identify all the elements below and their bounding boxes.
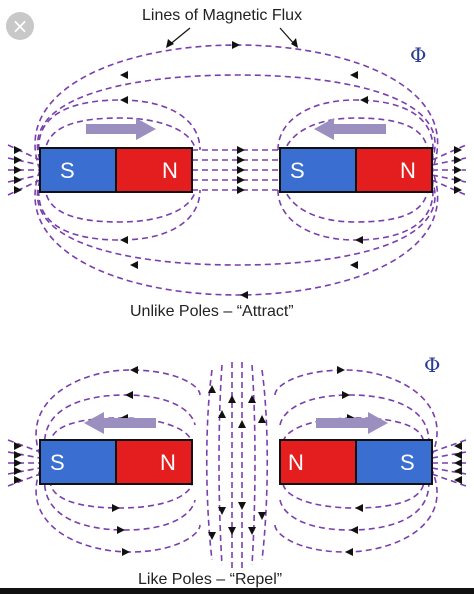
- flux-right-outer-lower: [274, 469, 438, 553]
- flux-center-line-5: [251, 364, 256, 566]
- flux-arrowheads-top: [14, 41, 462, 299]
- pole-label: S: [290, 158, 305, 183]
- flux-line-left-loop: [37, 99, 201, 161]
- pole-label: S: [50, 450, 65, 475]
- flux-line-mid: [36, 74, 436, 161]
- flux-center-line-1: [205, 369, 213, 561]
- pole-label: N: [162, 158, 178, 183]
- magnet-bottom-right: N S: [279, 439, 433, 485]
- title-pointer-right-head: [291, 38, 298, 48]
- flux-line-right-inner: [282, 117, 429, 156]
- magnet-top-left: S N: [39, 147, 193, 193]
- phi-symbol-top: Φ: [410, 43, 426, 67]
- flux-right-mid: [279, 394, 430, 451]
- motion-arrow-left: [314, 118, 386, 140]
- top-panel: S N S N Lines of Magnetic Flux Φ Unlike …: [7, 7, 467, 320]
- flux-line-left-inner: [44, 117, 196, 156]
- close-button[interactable]: ×: [6, 12, 34, 40]
- title-pointer-left-head: [166, 39, 174, 48]
- flux-arrowheads-bottom: [14, 366, 462, 556]
- flux-center-line-2: [218, 364, 223, 566]
- bottom-panel: S N N S Φ Like Poles – “Repel”: [7, 353, 467, 588]
- flux-left-outer: [35, 369, 201, 456]
- motion-arrow-right-bottom: [316, 412, 388, 434]
- close-icon[interactable]: ×: [11, 14, 29, 38]
- pole-label: N: [400, 158, 416, 183]
- flux-left-outer-lower: [35, 469, 201, 553]
- pole-label: N: [160, 450, 176, 475]
- pole-label: S: [60, 158, 75, 183]
- flux-line-mid-lower: [36, 179, 436, 266]
- flux-line-right-loop: [277, 99, 434, 161]
- pole-label: S: [400, 450, 415, 475]
- pole-label: N: [288, 450, 304, 475]
- magnet-bottom-left: S N: [39, 439, 193, 485]
- bottom-bar: [0, 588, 474, 594]
- phi-symbol-bottom: Φ: [424, 353, 440, 377]
- flux-line-left-loop-lower: [37, 179, 201, 241]
- motion-arrow-right: [86, 118, 156, 140]
- flux-line-outer-lower: [34, 169, 439, 296]
- flux-line-right-inner-lower: [282, 184, 429, 223]
- flux-left-end-lines-bottom: [7, 439, 41, 487]
- motion-arrow-left-bottom: [84, 412, 156, 434]
- flux-right-outer: [274, 369, 438, 456]
- flux-right-inner-lower: [282, 479, 425, 509]
- flux-left-end-lines: [7, 144, 41, 196]
- magnet-top-right: S N: [279, 147, 433, 193]
- diagram-title: Lines of Magnetic Flux: [142, 7, 302, 24]
- flux-left-mid: [43, 394, 196, 451]
- caption-like-poles: Like Poles – “Repel”: [138, 571, 282, 588]
- flux-center-line-6: [261, 369, 269, 561]
- flux-right-inner: [282, 417, 425, 446]
- caption-unlike-poles: Unlike Poles – “Attract”: [130, 303, 294, 320]
- flux-line-left-inner-lower: [44, 184, 196, 223]
